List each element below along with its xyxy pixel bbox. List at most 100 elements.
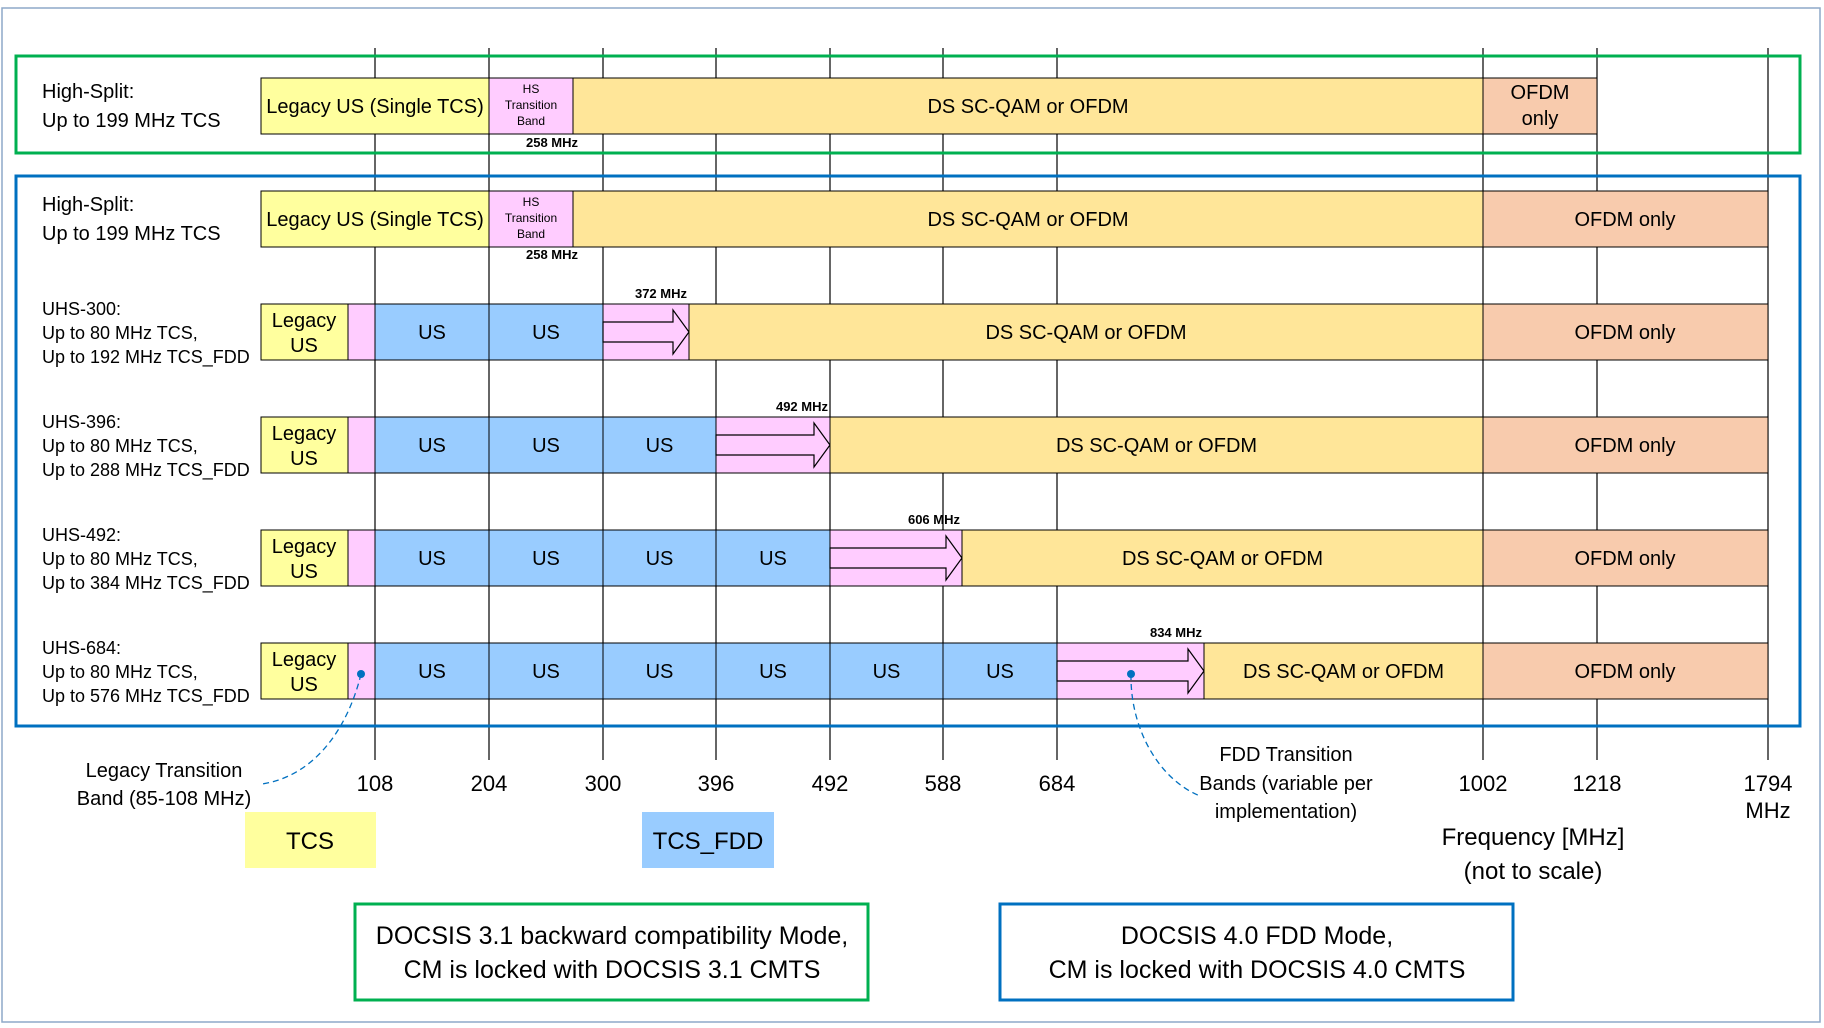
hs-edge-mhz: 258 MHz [526,247,579,262]
uhs-fdd-arrow [715,421,831,469]
top-row-title-2: Up to 199 MHz TCS [42,110,221,132]
uhs-us-band [488,529,604,587]
uhs-us-band [374,529,490,587]
uhs-us-label: US [646,661,674,683]
uhs-ofdm-label: OFDM only [1574,548,1675,570]
legacy-transition-annotation: Legacy Transition Band (85-108 MHz) [77,670,365,810]
uhs-row-title: UHS-684: [42,638,121,658]
uhs-ofdm-band [1482,642,1769,700]
legend-tcs-fdd-label: TCS_FDD [653,828,764,855]
uhs-us-label: US [418,435,446,457]
uhs-legacy-transition-band [347,529,376,587]
uhs-ofdm-band [1482,529,1769,587]
uhs-rows: UHS-300:Up to 80 MHz TCS,Up to 192 MHz T… [42,286,1769,707]
uhs-legacy-label-2: US [290,674,318,696]
uhs-us-band [374,642,490,700]
hs-row-title-2: Up to 199 MHz TCS [42,223,221,245]
top-ds-band [572,77,1484,135]
uhs-legacy-label-2: US [290,561,318,583]
hs-hs-3: Band [517,227,545,241]
uhs-legacy-label-1: Legacy [272,649,337,671]
docsis40-mode-box: DOCSIS 4.0 FDD Mode, CM is locked with D… [998,902,1515,1002]
uhs-us-label: US [418,322,446,344]
hs-legacy-band [260,190,490,248]
legend: TCS TCS_FDD [245,812,774,868]
fdd-transition-label-3: implementation) [1215,801,1357,823]
uhs-us-band [829,642,944,700]
uhs-row-title: UHS-396: [42,412,121,432]
uhs-us-label: US [532,548,560,570]
legend-tcs-label: TCS [286,828,334,855]
uhs-ofdm-band [1482,303,1769,361]
top-edge-mhz: 258 MHz [526,135,579,150]
uhs-legacy-label-2: US [290,335,318,357]
uhs-legacy-label-1: Legacy [272,423,337,445]
uhs-row: UHS-396: Up to 80 MHz TCS, Up to 288 MHz T… [42,399,1769,481]
uhs-ds-label: DS SC-QAM or OFDM [1056,435,1257,457]
top-hs-1: HS [523,82,540,96]
tick-1218: 1218 [1573,771,1622,796]
uhs-us-label: US [532,661,560,683]
top-ofdm-1: OFDM [1511,82,1570,104]
docsis31-mode-line1: DOCSIS 3.1 backward compatibility Mode, [376,922,848,950]
uhs-legacy-label-1: Legacy [272,536,337,558]
top-legacy-label: Legacy US (Single TCS) [266,96,484,118]
top-ds-label: DS SC-QAM or OFDM [927,96,1128,118]
uhs-us-label: US [986,661,1014,683]
uhs-us-band [488,642,604,700]
uhs-ds-label: DS SC-QAM or OFDM [1122,548,1323,570]
docsis31-frame [14,54,1802,155]
uhs-row-tcs-fdd: Up to 288 MHz TCS_FDD [42,460,250,481]
uhs-ds-band [829,416,1484,474]
docsis40-frame [14,174,1802,728]
tick-684: 684 [1039,771,1076,796]
top-hs-transition-band [488,77,574,135]
uhs-ofdm-label: OFDM only [1574,322,1675,344]
hs-ds-label: DS SC-QAM or OFDM [927,209,1128,231]
hs-ofdm-label: OFDM only [1574,209,1675,231]
uhs-us-band [374,303,490,361]
axis-unit: MHz [1745,798,1790,823]
tick-204: 204 [471,771,508,796]
uhs-ds-label: DS SC-QAM or OFDM [985,322,1186,344]
uhs-row: UHS-300:Up to 80 MHz TCS,Up to 192 MHz T… [42,286,1769,368]
fdd-transition-label-2: Bands (variable per [1199,773,1373,795]
uhs-row-tcs: Up to 80 MHz TCS, [42,662,198,682]
uhs-us-band [715,642,831,700]
uhs-us-label: US [532,435,560,457]
uhs-row: UHS-684:Up to 80 MHz TCS,Up to 576 MHz T… [42,625,1769,707]
uhs-row-tcs: Up to 80 MHz TCS, [42,323,198,343]
hs-legacy-label: Legacy US (Single TCS) [266,209,484,231]
hs-transition-band [488,190,574,248]
top-ofdm-band [1482,77,1598,135]
uhs-legacy-label-2: US [290,448,318,470]
uhs-edge-mhz: 606 MHz [908,512,961,527]
top-hs-2: Transition [505,98,557,112]
uhs-edge-mhz: 834 MHz [1150,625,1203,640]
uhs-edge-mhz: 372 MHz [635,286,688,301]
uhs-fdd-arrow [602,308,690,356]
tick-108: 108 [357,771,394,796]
uhs-legacy-band [260,529,349,587]
uhs-us-band [602,529,717,587]
uhs-row-tcs: Up to 80 MHz TCS, [42,436,198,456]
hs-row-title-1: High-Split: [42,194,134,216]
uhs-us-band [488,416,604,474]
axis-tick-labels: 108 204 300 396 492 588 684 1002 1218 17… [357,771,1793,885]
tick-396: 396 [698,771,735,796]
uhs-edge-mhz: 492 MHz [776,399,829,414]
hs-ofdm-band [1482,190,1769,248]
uhs-us-label: US [418,548,446,570]
uhs-ofdm-label: OFDM only [1574,435,1675,457]
docsis40-mode-frame [998,902,1515,1002]
top-hs-3: Band [517,114,545,128]
docsis40-mode-line2: CM is locked with DOCSIS 4.0 CMTS [1049,956,1466,984]
uhs-ofdm-band [1482,416,1769,474]
uhs-us-label: US [646,435,674,457]
fdd-transition-annotation: FDD Transition Bands (variable per imple… [1127,670,1373,823]
uhs-us-label: US [646,548,674,570]
fdd-transition-leader [1130,673,1201,797]
legend-tcs-swatch [245,812,376,868]
uhs-row-tcs-fdd: Up to 192 MHz TCS_FDD [42,347,250,368]
uhs-legacy-band [260,416,349,474]
